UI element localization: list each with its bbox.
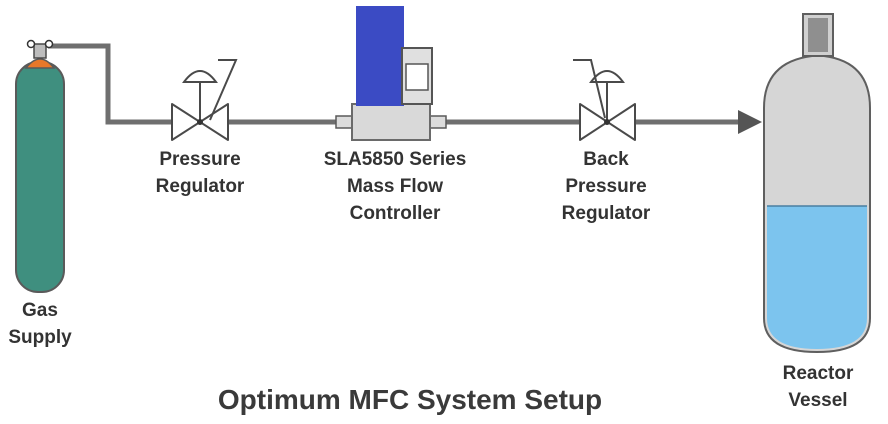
- pipe-gas-to-regulator: [48, 43, 175, 125]
- mfc-inlet-fitting: [335, 115, 353, 129]
- mfc-base: [351, 103, 431, 141]
- reactor-vessel-label: Reactor Vessel: [782, 363, 854, 411]
- gas-cylinder: [15, 39, 65, 293]
- mass-flow-controller-label: SLA5850 Series Mass Flow Controller: [323, 149, 467, 224]
- valve-knob-right: [44, 39, 54, 49]
- back-pressure-regulator-icon: [573, 59, 636, 141]
- pressure-regulator-label: Pressure Regulator: [155, 149, 245, 197]
- mfc-body: [356, 6, 404, 106]
- reactor-vessel-icon: [763, 13, 871, 354]
- diagram-title: Optimum MFC System Setup: [217, 384, 603, 415]
- pressure-regulator-icon: [171, 59, 238, 141]
- cylinder-cap: [24, 58, 56, 69]
- cylinder-body: [15, 61, 65, 293]
- flow-arrow-icon: [738, 110, 762, 134]
- back-pressure-regulator-label: Back Pressure Regulator: [561, 149, 651, 224]
- vessel-liquid: [767, 206, 867, 349]
- gas-supply-label: Gas Supply: [8, 300, 72, 348]
- pipe-lines: [48, 43, 762, 134]
- mfc-outlet-fitting: [429, 115, 447, 129]
- mass-flow-controller-icon: [335, 6, 447, 141]
- valve-knob-left: [26, 39, 36, 49]
- cylinder-valve: [33, 43, 47, 59]
